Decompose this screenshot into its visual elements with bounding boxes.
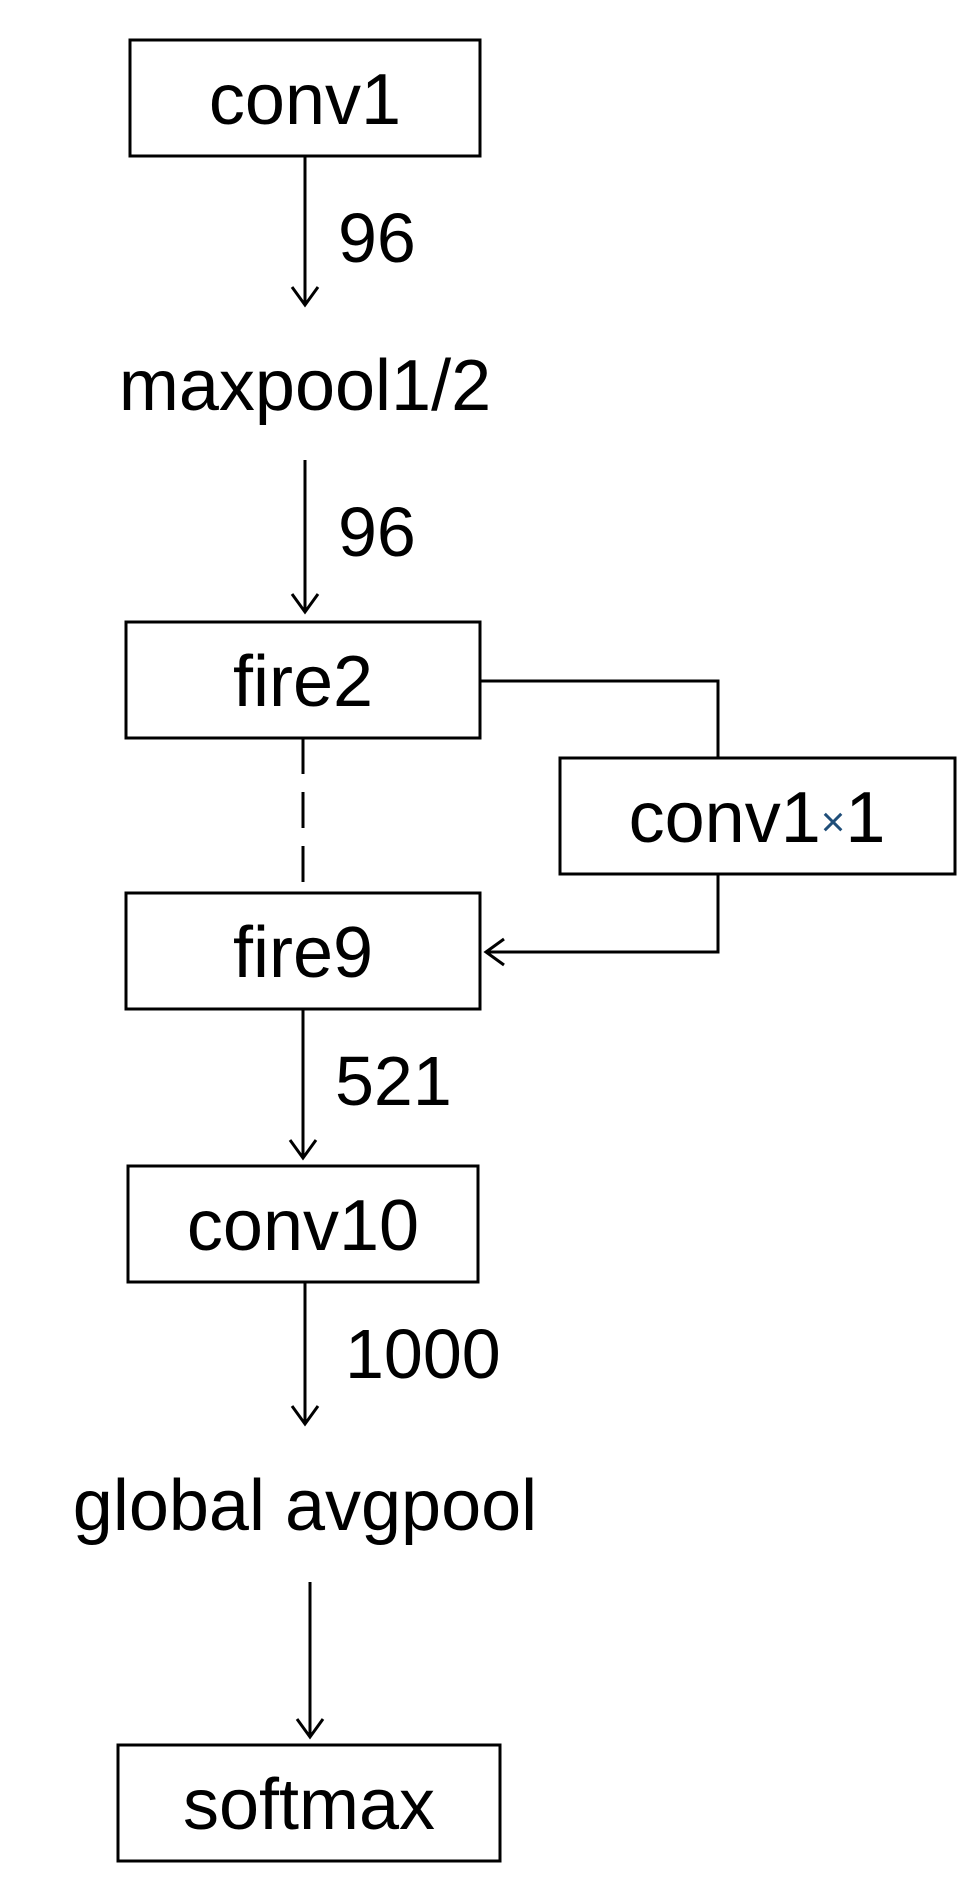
maxpool-label: maxpool1/2 <box>119 346 491 426</box>
conv1x1-label: conv1×1 <box>629 778 886 858</box>
softmax-node: softmax <box>116 1743 502 1863</box>
edge-label-conv1-maxpool: 96 <box>338 199 416 277</box>
fire2-box <box>124 620 482 740</box>
softmax-label: softmax <box>183 1765 435 1845</box>
conv1x1-box <box>558 756 957 876</box>
softmax-box <box>116 1743 502 1863</box>
conv10-box <box>126 1164 480 1284</box>
edge-label-maxpool-fire2: 96 <box>338 493 416 571</box>
fire9-label: fire9 <box>233 913 373 993</box>
fire9-node: fire9 <box>124 891 482 1011</box>
conv1-box <box>128 38 482 158</box>
conv10-node: conv10 <box>126 1164 480 1284</box>
times-symbol: × <box>821 798 846 845</box>
conv1-node: conv1 <box>128 38 482 158</box>
global-avgpool-label: global avgpool <box>73 1466 537 1546</box>
fire2-node: fire2 <box>124 620 482 740</box>
conv1x1-node: conv1×1 <box>558 756 957 876</box>
edge-label-fire9-conv10: 521 <box>335 1042 452 1120</box>
bypass-fire2-to-conv1x1 <box>480 679 720 758</box>
edge-fire9-conv10: 521 <box>288 1009 452 1161</box>
edge-label-conv10-avgpool: 1000 <box>345 1315 501 1393</box>
bypass-conv1x1-to-fire9 <box>483 874 720 967</box>
conv10-label: conv10 <box>187 1186 419 1266</box>
edge-maxpool-fire2: 96 <box>290 460 416 615</box>
conv1x1-suffix: 1 <box>845 778 885 858</box>
conv1x1-prefix: conv1 <box>629 778 821 858</box>
fire2-label: fire2 <box>233 642 373 722</box>
edge-conv10-avgpool: 1000 <box>290 1282 501 1427</box>
edge-conv1-maxpool: 96 <box>290 156 416 308</box>
conv1-label: conv1 <box>209 60 401 140</box>
